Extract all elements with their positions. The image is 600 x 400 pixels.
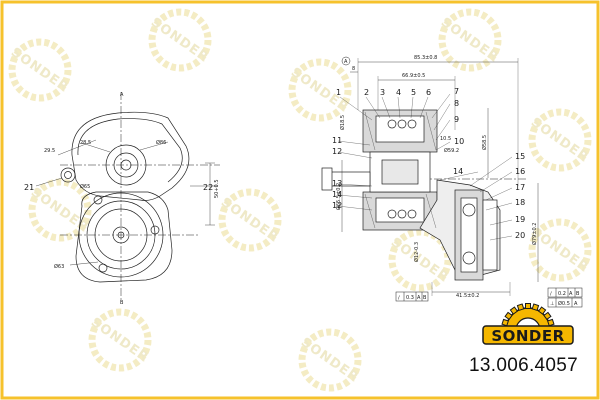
callout-19: 19 — [515, 215, 525, 224]
callout-10: 10 — [454, 137, 464, 146]
dim-d59-2: Ø59.2 — [444, 147, 459, 154]
tolerance-frame-3: ⊥ Ø0.5 A — [547, 297, 583, 308]
watermark-gear-icon — [528, 108, 592, 172]
svg-text:⊥: ⊥ — [550, 301, 554, 307]
gear-icon — [501, 303, 555, 333]
svg-text:0.3: 0.3 — [406, 295, 414, 301]
datum-a-circle — [341, 56, 351, 66]
callout-17: 17 — [515, 183, 525, 192]
svg-text:∕: ∕ — [550, 291, 552, 297]
tolerance-frame-1: ∕ 0.3 A B — [395, 291, 429, 302]
section-view-labels: 1 2 3 4 5 6 7 8 9 10 11 12 13 14 12 15 1… — [332, 55, 538, 299]
watermark-gear-icon — [88, 308, 152, 372]
watermark-gear-icon — [148, 8, 212, 72]
svg-text:Ø0.5: Ø0.5 — [558, 300, 570, 307]
callout-1: 1 — [336, 88, 341, 97]
dim-d12: Ø12-0.3 — [413, 242, 420, 262]
dim-overall-width: 85.3±0.8 — [414, 55, 437, 61]
tensioner-section-view — [321, 58, 539, 296]
svg-text:∕: ∕ — [398, 295, 400, 301]
dim-50: 50+0.5 — [214, 179, 220, 198]
dim-d18-5: Ø18.5 — [339, 115, 346, 130]
dim-d86: Ø86 — [156, 139, 166, 146]
callout-6: 6 — [426, 88, 431, 97]
tensioner-front-view — [35, 92, 220, 300]
svg-text:B: B — [423, 295, 427, 301]
dim-d65-5: Ø65.5±0.2 — [335, 183, 342, 210]
watermark-gear-icon — [28, 178, 92, 242]
datum-b-bottom: B — [120, 300, 124, 306]
dim-offset: 8 — [352, 66, 355, 72]
callout-16: 16 — [515, 167, 525, 176]
callout-9: 9 — [454, 115, 459, 124]
watermark-gear-icon — [438, 8, 502, 72]
callout-21: 21 — [24, 183, 34, 192]
dim-10-5: 10.5 — [440, 136, 451, 142]
datum-a-label: A — [344, 59, 348, 65]
watermark-gear-icon — [388, 228, 452, 292]
callout-20: 20 — [515, 231, 525, 240]
callout-5: 5 — [411, 88, 416, 97]
dim-28-5: 28.5 — [80, 140, 91, 146]
watermark-gear-icon — [288, 58, 352, 122]
front-view-labels: 21 22 29.5 28.5 Ø86 Ø65 Ø63 50+0.5 A B — [24, 92, 220, 306]
callout-3: 3 — [380, 88, 385, 97]
dim-bottom-width: 41.5±0.2 — [456, 293, 479, 299]
dim-d63: Ø63 — [54, 263, 64, 270]
callout-2: 2 — [364, 88, 369, 97]
callout-22: 22 — [203, 183, 213, 192]
datum-a-top: A — [120, 92, 124, 98]
tolerance-frame-2: ∕ 0.2 A B — [547, 287, 583, 298]
svg-text:A: A — [417, 295, 421, 301]
callout-11: 11 — [332, 136, 342, 145]
watermark-gear-icon — [298, 328, 362, 392]
callout-14-right: 14 — [453, 167, 463, 176]
callout-7: 7 — [454, 87, 459, 96]
callout-12-top: 12 — [332, 147, 342, 156]
dim-d65: Ø65 — [80, 183, 90, 190]
callout-18: 18 — [515, 198, 525, 207]
callout-8: 8 — [454, 99, 459, 108]
svg-text:0.2: 0.2 — [558, 291, 566, 297]
dim-inner-width: 66.9±0.5 — [402, 73, 425, 79]
part-number: 13.006.4057 — [469, 355, 578, 376]
dim-d58-5: Ø58.5 — [481, 135, 488, 150]
svg-text:A: A — [569, 291, 573, 297]
callout-14-left: 14 — [332, 190, 342, 199]
callout-13: 13 — [332, 179, 342, 188]
svg-text:A: A — [574, 301, 578, 307]
watermark-gear-icon — [8, 38, 72, 102]
sonder-logo: SONDER — [482, 303, 574, 345]
dim-d79: Ø79±0.2 — [531, 223, 538, 245]
brand-name: SONDER — [491, 327, 564, 345]
watermark-gear-icon — [218, 188, 282, 252]
svg-text:B: B — [576, 291, 580, 297]
dim-29-5: 29.5 — [44, 148, 55, 154]
callout-12-bottom: 12 — [332, 201, 342, 210]
watermark-gear-icon — [528, 218, 592, 282]
callout-15: 15 — [515, 152, 525, 161]
callout-4: 4 — [396, 88, 401, 97]
